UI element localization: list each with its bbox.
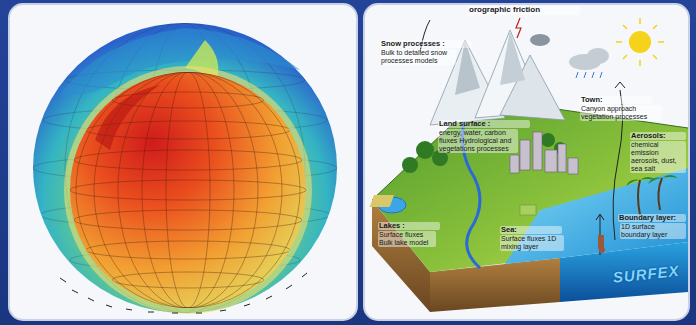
surfex-block-part: [520, 205, 536, 215]
surfex-block-part-part: [520, 140, 530, 170]
process-heading: Snow processes :: [380, 40, 472, 48]
globe-model-part: [60, 273, 307, 313]
process-text: chemical emission aerosols, dust, sea sa…: [630, 141, 686, 172]
surfex-block-part: [516, 18, 521, 38]
surfex-block-part-part: [541, 133, 555, 147]
globe-model-part: [70, 72, 306, 308]
surfex-block-part: [455, 40, 480, 95]
surfex-block-part: [598, 235, 605, 253]
surfex-block-part: [638, 178, 662, 215]
surfex-block-part: [500, 30, 525, 85]
globe-model-part-part: [60, 273, 307, 313]
watermark: SURFEX: [611, 263, 681, 287]
surfex-block-part: [510, 132, 578, 174]
surfex-block-part-part: [638, 180, 640, 215]
globe-model-part-part: [118, 72, 258, 308]
surfex-block-part-part: [545, 150, 557, 172]
surfex-block-part-part: [576, 72, 602, 78]
surfex-block-part: [370, 195, 394, 207]
surfex-block-part-part: [533, 132, 542, 170]
process-text: energy, water, carbon fluxes Hydrologica…: [438, 129, 518, 152]
globe-model-part: [70, 72, 306, 308]
process-text: Surface fluxes Bulk lake model: [378, 231, 436, 247]
surfex-block-part-part: [558, 144, 566, 172]
globe-model-part: [95, 85, 160, 150]
globe-model-part: [33, 23, 337, 313]
globe-model-part-part: [70, 180, 306, 200]
surfex-block-part-part: [658, 178, 662, 210]
surfex-block-part-part: [402, 157, 418, 173]
surfex-block-part-part: [596, 214, 604, 255]
globe-model-part: [64, 66, 312, 314]
globe-model-part-part: [166, 72, 210, 308]
process-heading: Boundary layer:: [618, 214, 686, 222]
surfex-block-part-part: [416, 141, 434, 159]
globe-model-part-part: [94, 72, 282, 308]
process-text: Surface fluxes 1D mixing layer: [500, 235, 564, 251]
surfex-block-part: [530, 34, 550, 46]
surfex-block-part-part: [615, 82, 625, 88]
process-text: 1D surface boundary layer: [620, 223, 686, 239]
surfex-block-part: [576, 72, 602, 78]
globe-model-part-part: [86, 241, 290, 259]
process-heading: Sea:: [500, 226, 562, 234]
process-text: Bulk to detailed snow processes models: [380, 49, 456, 65]
globe-model-part-part: [112, 272, 264, 288]
process-heading: Land surface :: [438, 120, 530, 128]
process-text: Canyon approach vegetation processes: [580, 105, 662, 121]
process-heading: Lakes :: [378, 222, 440, 230]
orographic-label: orographic friction: [468, 6, 580, 15]
globe-model-part-part: [76, 72, 300, 308]
process-heading: Town:: [580, 96, 652, 104]
surfex-block-part: [616, 18, 664, 66]
left-panel: [9, 4, 357, 320]
surfex-block-part-part: [598, 235, 604, 249]
globe-model-part-part: [74, 210, 302, 230]
surfex-block-part: [629, 31, 651, 53]
surfex-block-part-part: [568, 158, 578, 174]
surfex-block-part-part: [510, 155, 519, 173]
surfex-block-part-part: [648, 175, 678, 184]
process-heading: Aerosols:: [630, 132, 686, 140]
surfex-block-part: [372, 98, 688, 272]
surfex-block: [370, 18, 688, 312]
surfex-block-part: [626, 175, 678, 186]
surfex-block-part: [587, 48, 609, 64]
right-panel: [364, 4, 689, 320]
surfex-block-part-part: [616, 18, 664, 66]
globe-model: [33, 23, 337, 314]
globe-model-part-part: [74, 150, 302, 170]
globe-model-part: [33, 23, 337, 313]
